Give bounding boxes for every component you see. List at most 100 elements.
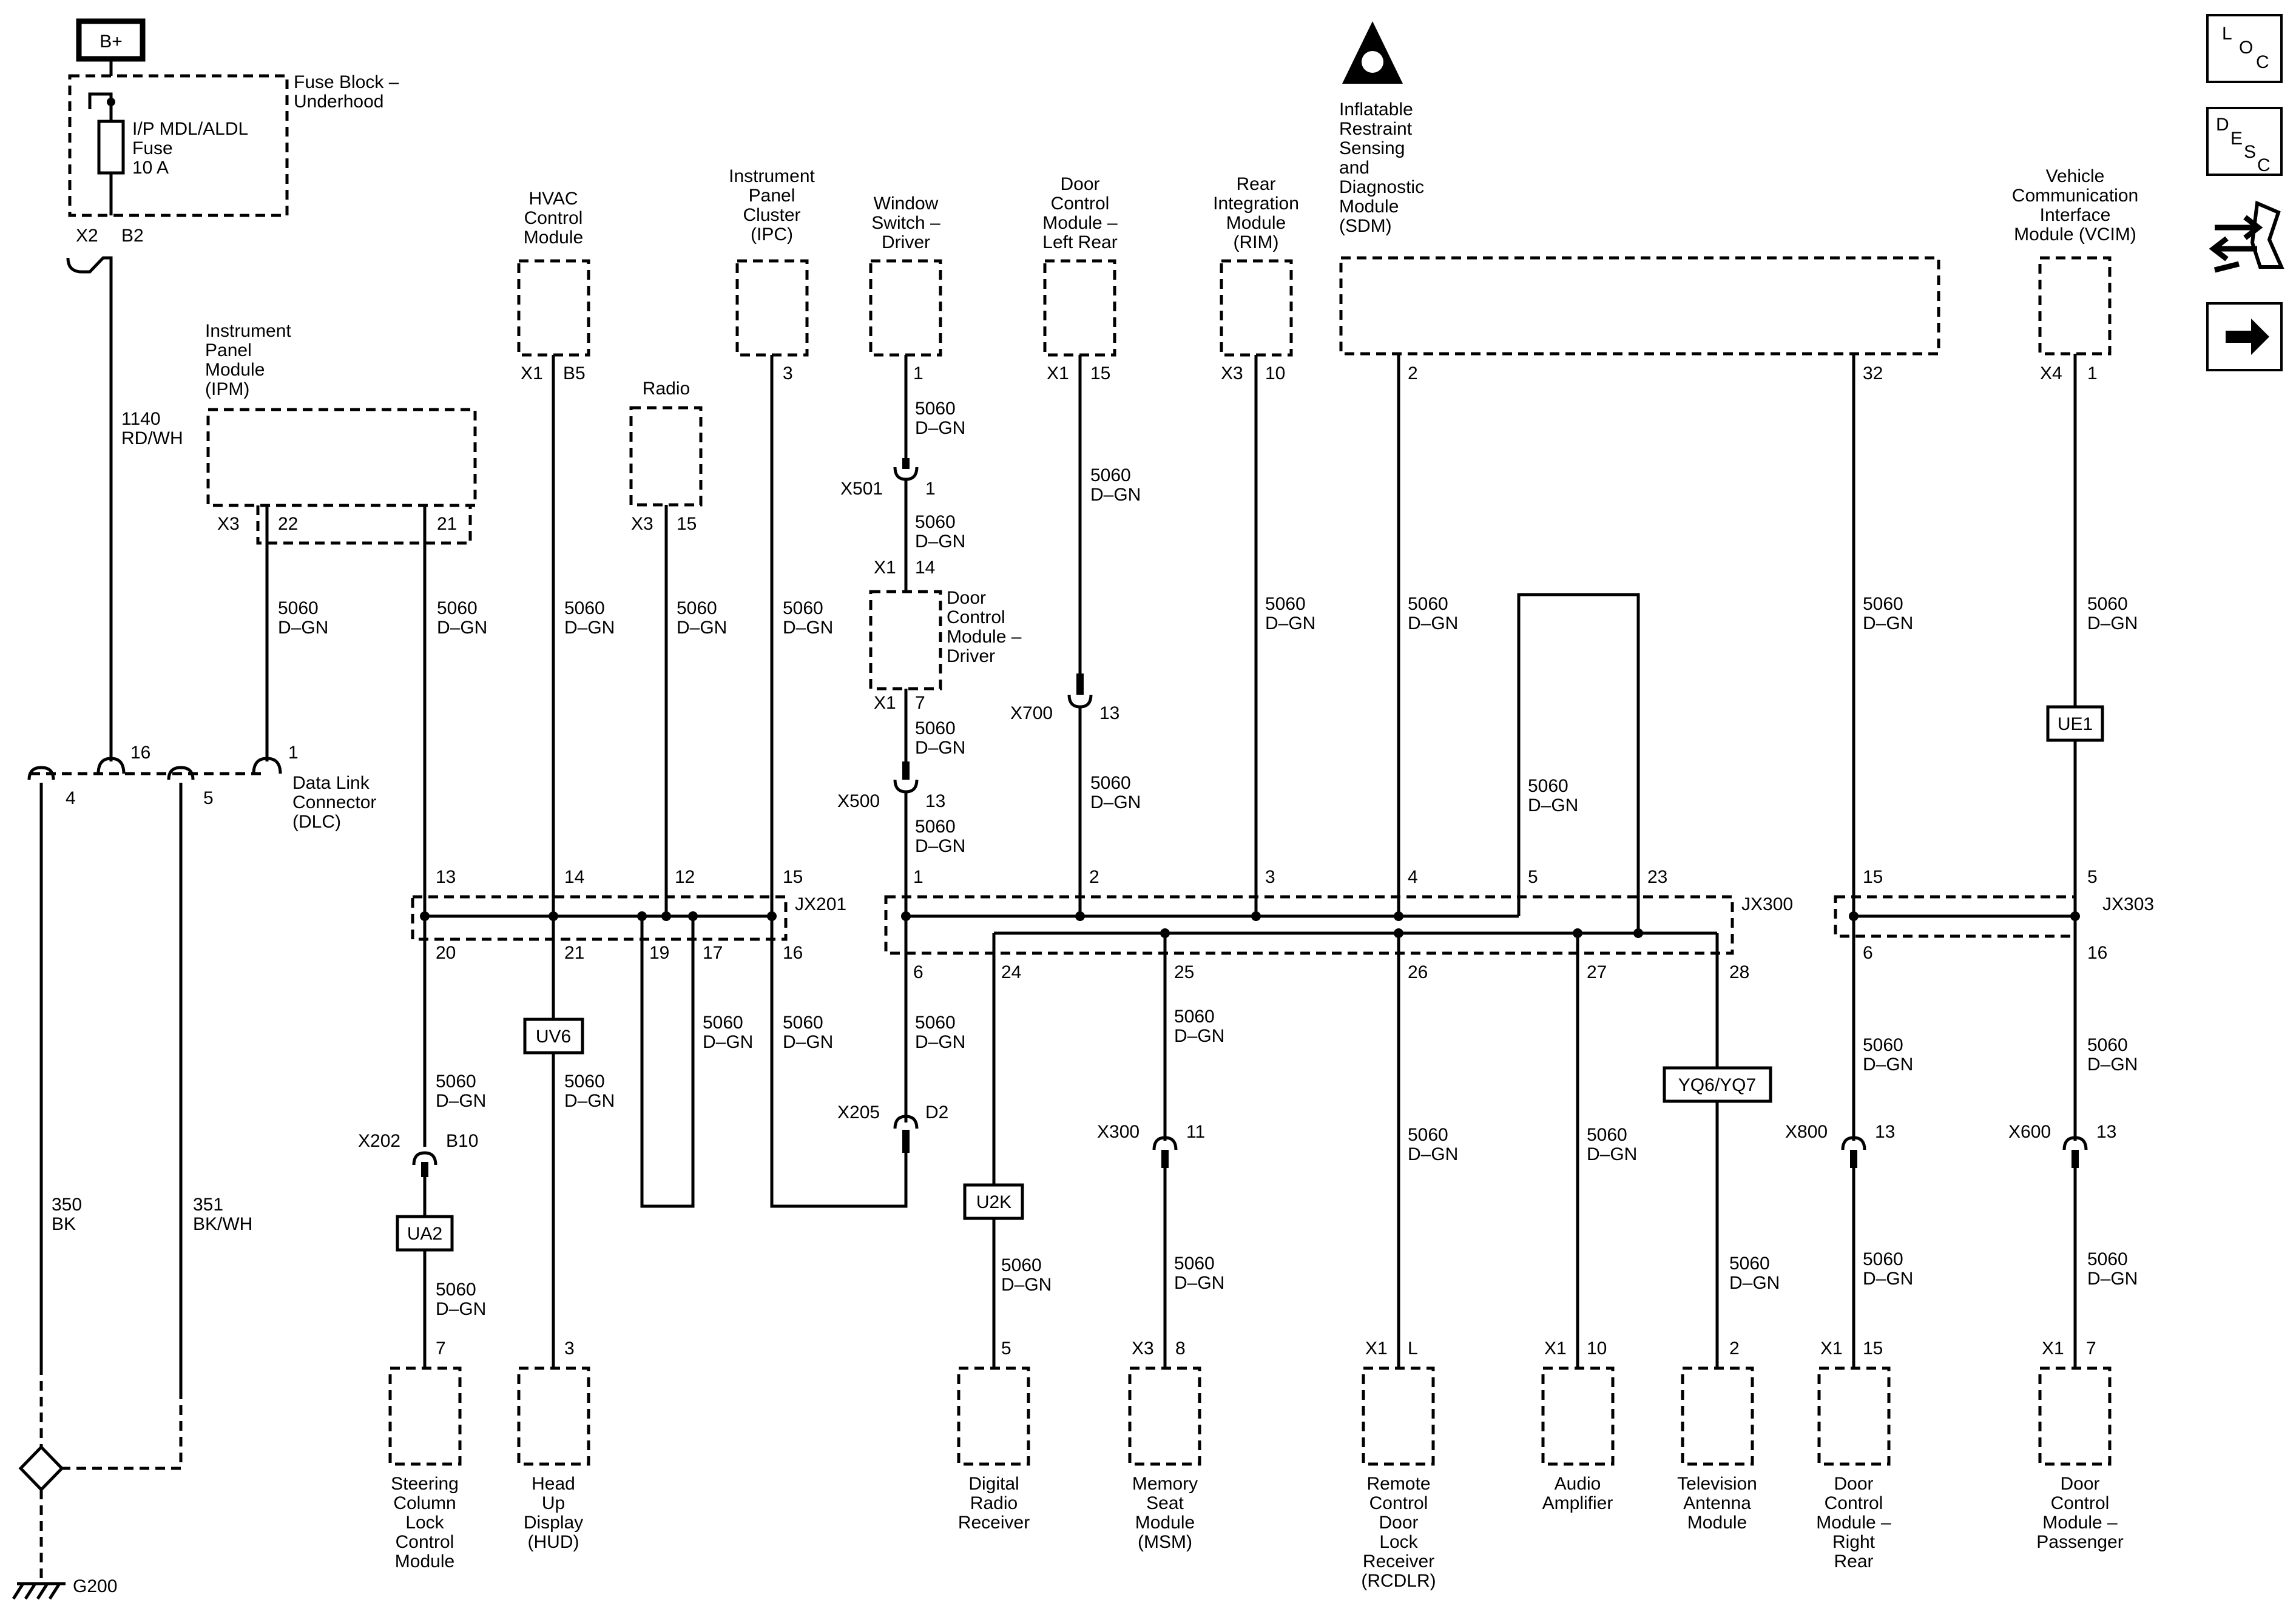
fuse-pin-label: B2 xyxy=(121,226,144,246)
next-page-arrow-icon[interactable] xyxy=(2206,302,2283,371)
jx303-pin-15: 15 xyxy=(1863,867,1883,887)
jx300-loop-wire xyxy=(1517,593,1640,933)
dlc-pin-5-label: 5 xyxy=(203,788,214,808)
x600-connector xyxy=(2062,1136,2088,1150)
jx201-loop-wire xyxy=(640,916,695,1208)
jx300-label: JX300 xyxy=(1741,894,1793,914)
fuse-block-box xyxy=(68,74,289,217)
x500-connector xyxy=(893,779,919,794)
yq6-option-box xyxy=(1663,1066,1772,1103)
ipc-pin: 3 xyxy=(783,363,793,383)
x300-pin: 11 xyxy=(1186,1122,1205,1142)
loc-icon[interactable]: L O C xyxy=(2206,14,2283,83)
x800-connector xyxy=(1841,1136,1866,1150)
sdm-pin-2: 2 xyxy=(1408,363,1418,383)
hvac-connector: X1 xyxy=(521,363,543,383)
x501-label: X501 xyxy=(840,479,883,499)
jx300-pin-26: 26 xyxy=(1408,962,1428,982)
ipm-box xyxy=(206,408,477,507)
jx303-pin-6: 6 xyxy=(1863,943,1873,963)
x205-label: X205 xyxy=(837,1102,880,1122)
jx300-pin-25: 25 xyxy=(1174,962,1194,982)
svg-text:2: 2 xyxy=(1729,1338,1740,1359)
jx201-box xyxy=(411,895,788,941)
svg-text:L: L xyxy=(2222,24,2232,44)
svg-text:D: D xyxy=(2216,115,2229,135)
x300-connector xyxy=(1152,1136,1178,1150)
ground-splice xyxy=(18,1445,64,1492)
ipm-pin-21: 21 xyxy=(437,514,457,534)
x800-label: X800 xyxy=(1785,1122,1828,1142)
dcm-left-rear-pin: 15 xyxy=(1090,363,1110,383)
svg-text:5: 5 xyxy=(1001,1338,1011,1359)
svg-text:E: E xyxy=(2230,129,2243,149)
jx300-pin-24: 24 xyxy=(1001,962,1021,982)
dlc-pin-4-label: 4 xyxy=(66,788,76,808)
vcim-conn: X4 xyxy=(2040,363,2062,383)
vcim-box xyxy=(2038,256,2112,356)
jx201-pin-12: 12 xyxy=(675,867,695,887)
dcm-driver-box xyxy=(869,590,942,690)
uv6-option-box xyxy=(523,1018,584,1055)
window-switch-box xyxy=(869,259,942,357)
rim-conn: X3 xyxy=(1221,363,1243,383)
u2k-option-label: U2K xyxy=(976,1192,1011,1212)
ipm-pin-22: 22 xyxy=(278,514,298,534)
jx201-pin-20: 20 xyxy=(436,943,456,963)
dlc-pin-16 xyxy=(96,757,126,774)
dlc-pin-4 xyxy=(27,766,55,780)
connector-swap-icon[interactable] xyxy=(2209,200,2284,273)
u2k-option-box xyxy=(963,1183,1024,1220)
x500-pin: 13 xyxy=(925,791,945,811)
jx300-pin-3: 3 xyxy=(1265,867,1275,887)
jx300-pin-28: 28 xyxy=(1729,962,1749,982)
jx300-pin-6: 6 xyxy=(913,962,923,982)
desc-icon[interactable]: D E S C xyxy=(2206,107,2283,176)
x202-pin: B10 xyxy=(446,1131,478,1151)
ua2-option-box xyxy=(396,1215,454,1252)
ground-symbol xyxy=(12,1582,66,1600)
dcm-left-rear-box xyxy=(1043,259,1116,357)
dcm-driver-conn-in: X1 xyxy=(874,558,896,578)
fuse-output-wire xyxy=(66,256,113,761)
x205-pin: D2 xyxy=(925,1102,948,1122)
x600-pin: 13 xyxy=(2096,1122,2116,1142)
jx303-label: JX303 xyxy=(2102,894,2154,914)
hvac-box xyxy=(517,259,590,357)
radio-label: Radio xyxy=(643,379,690,399)
svg-text:X1: X1 xyxy=(1365,1338,1388,1359)
dlc-pin-5 xyxy=(167,766,195,780)
